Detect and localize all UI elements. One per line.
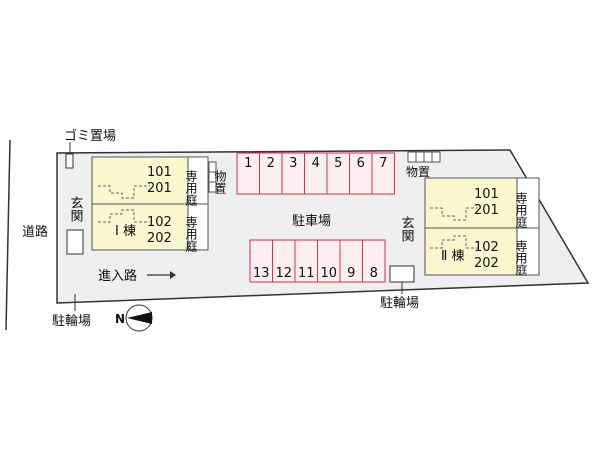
garbage-label: ゴミ置場	[64, 128, 116, 144]
building-2-unit-102: 102	[474, 240, 499, 255]
parking-stall-number: 10	[320, 266, 337, 281]
entry-arrow-head	[170, 271, 176, 279]
building-1-garden-bottom	[187, 203, 209, 251]
parking-stall	[362, 239, 386, 283]
building-1-name: Ⅰ 棟	[115, 224, 136, 239]
building-2-garden-bottom	[516, 227, 540, 276]
compass-n-label: N	[115, 312, 125, 326]
building-2-body	[424, 177, 518, 276]
building-1-unit-201: 201	[147, 181, 172, 196]
building-2-name: Ⅱ 棟	[441, 249, 465, 264]
parking-stall-number: 9	[347, 266, 355, 281]
building-2-unit-202: 202	[474, 256, 499, 271]
entrance-right-label: 玄関	[399, 216, 415, 243]
entrance-left-label: 玄関	[68, 196, 84, 223]
road-line	[5, 139, 11, 331]
bike-left-label: 駐輪場	[52, 313, 91, 329]
north-arrow-icon: N	[115, 304, 153, 332]
parking-stall-number: 8	[370, 266, 378, 281]
road-label: 道路	[22, 224, 48, 240]
parking-stall-number: 6	[357, 156, 365, 171]
parking-stall-number: 11	[298, 266, 315, 281]
storage-left	[208, 161, 217, 193]
building-2-unit-201: 201	[474, 203, 499, 218]
parking-stall-number: 1	[244, 156, 252, 171]
bike-shelter-left	[66, 229, 84, 255]
building-1-unit-202: 202	[147, 231, 172, 246]
garbage-area	[65, 153, 74, 169]
parking-stall	[371, 152, 395, 195]
parking-lot-label: 駐車場	[292, 214, 331, 229]
parking-stall-number: 12	[275, 266, 292, 281]
building-2-unit-101: 101	[474, 187, 499, 202]
building-1: 101 201 102 202 Ⅰ 棟 専用庭 専用庭	[91, 156, 209, 253]
entry-road-label: 進入路	[98, 268, 137, 284]
building-1-unit-101: 101	[147, 165, 172, 180]
parking-stall-number: 3	[289, 156, 297, 171]
bike-shelter-right	[389, 265, 415, 283]
parking-stall-number: 2	[267, 156, 275, 171]
parking-stall-number: 5	[334, 156, 342, 171]
storage-left-label: 物置	[213, 170, 227, 194]
parking-stall-number: 13	[253, 266, 270, 281]
building-1-garden-top-label: 専用庭	[184, 170, 198, 207]
building-2-garden-top-label: 専用庭	[514, 192, 528, 229]
storage-right-label: 物置	[406, 165, 430, 179]
building-2: 101 201 102 202 Ⅱ 棟 専用庭 専用庭	[424, 177, 540, 277]
building-1-unit-102: 102	[147, 215, 172, 230]
parking-stall-number: 7	[379, 156, 387, 171]
storage-right	[407, 151, 441, 163]
building-1-garden-bottom-label: 専用庭	[184, 216, 198, 253]
building-2-garden-bottom-label: 専用庭	[514, 240, 528, 277]
parking-stall-number: 4	[312, 156, 320, 171]
bike-right-label: 駐輪場	[380, 295, 419, 311]
